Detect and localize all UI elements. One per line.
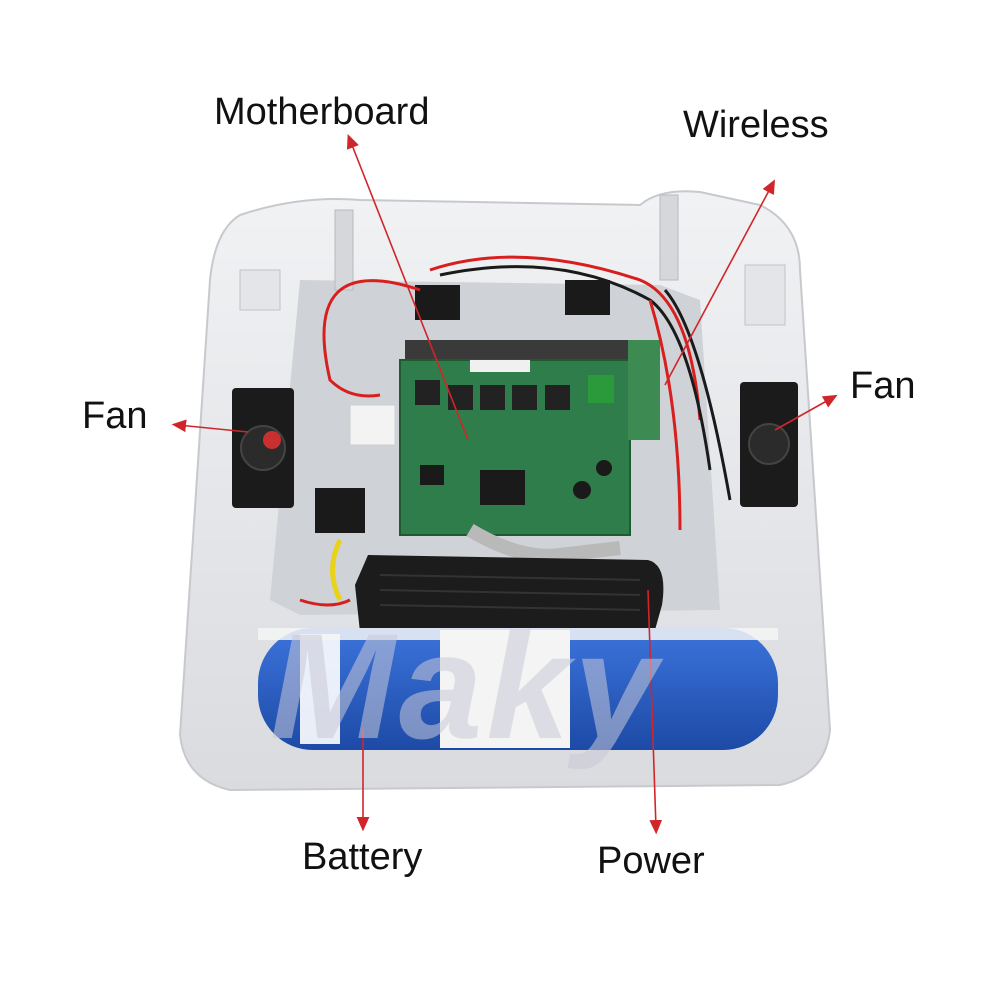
power-switch — [315, 488, 365, 533]
ribbon-cable — [466, 523, 621, 563]
label-fan-right: Fan — [850, 365, 916, 407]
fan-left — [232, 388, 294, 508]
motherboard-pcb — [399, 359, 631, 536]
battery-pack — [258, 628, 778, 750]
annotation-arrows — [171, 134, 838, 835]
arrow-wireless — [664, 179, 776, 386]
arrow-motherboard — [346, 134, 469, 441]
label-motherboard: Motherboard — [214, 91, 430, 133]
label-fan-left: Fan — [82, 395, 148, 437]
wireless-board — [628, 340, 660, 440]
power-supply — [355, 555, 664, 632]
label-wireless: Wireless — [683, 104, 829, 146]
wires — [299, 255, 732, 607]
cable-clip — [349, 404, 396, 446]
arrow-fan-left — [171, 419, 249, 433]
fan-right — [740, 382, 798, 507]
connector-right — [565, 280, 610, 315]
arrow-power — [647, 589, 663, 835]
label-battery: Battery — [302, 836, 423, 878]
arrow-fan-right — [774, 394, 838, 431]
label-power: Power — [597, 840, 705, 882]
connector-left — [415, 285, 460, 320]
